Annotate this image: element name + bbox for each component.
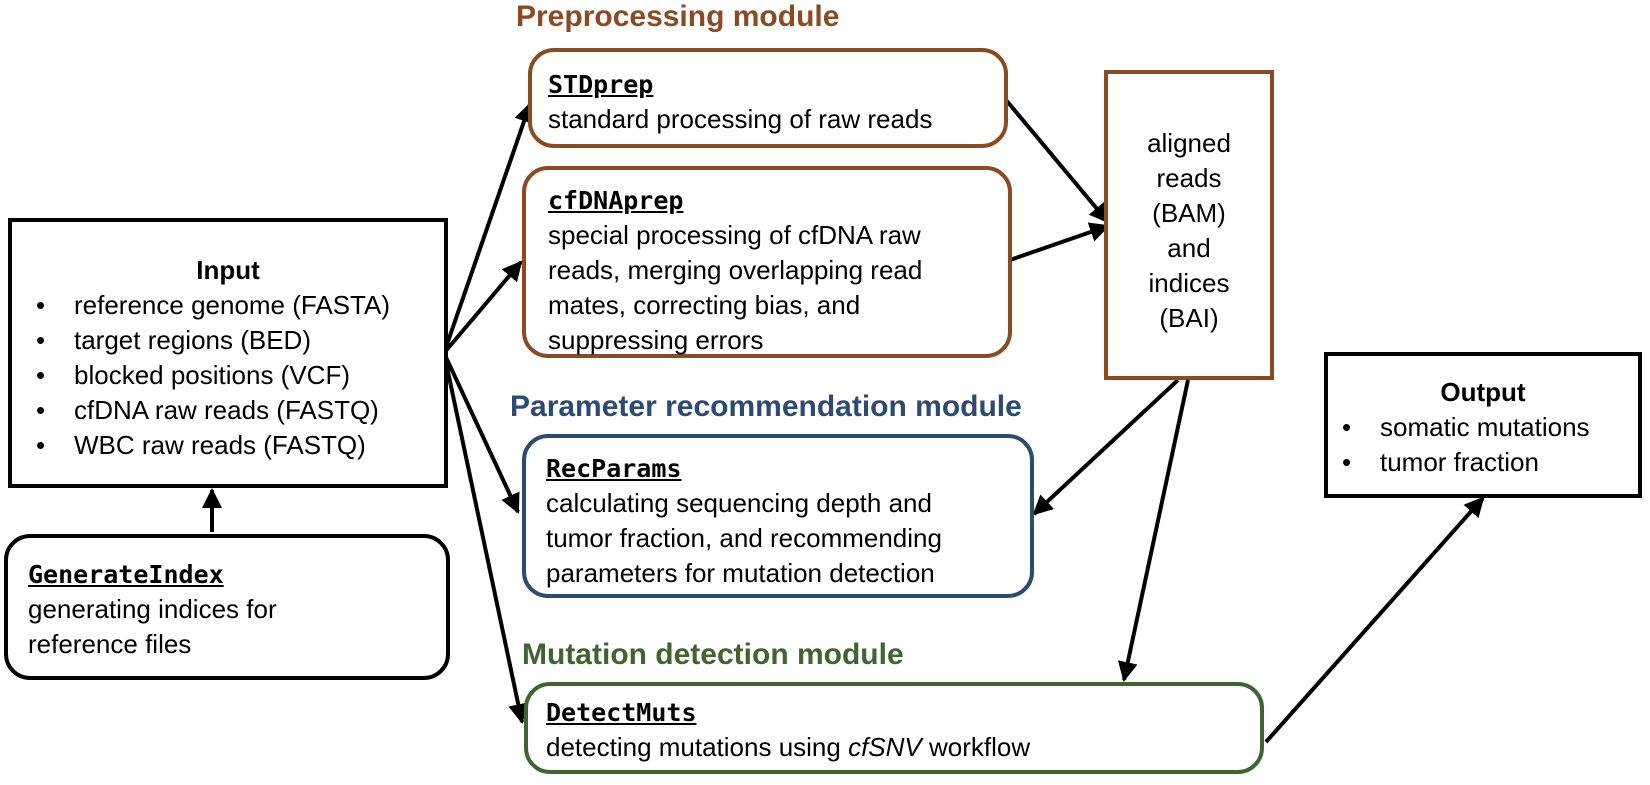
arrow-detectmuts-to-output (1264, 496, 1485, 744)
stdprep-box: STDprep standard processing of raw reads (528, 48, 1008, 148)
output-item: somatic mutations (1328, 410, 1638, 445)
detectmuts-box: DetectMuts detecting mutations using cfS… (524, 682, 1264, 774)
recparams-desc: tumor fraction, and recommending (546, 523, 942, 553)
recparams-desc: parameters for mutation detection (546, 558, 935, 588)
cfdnaprep-name: cfDNAprep (548, 186, 684, 215)
aligned-reads-box: aligned reads (BAM) and indices (BAI) (1104, 70, 1274, 380)
generate-index-desc: reference files (28, 629, 192, 659)
input-item: WBC raw reads (FASTQ) (22, 428, 444, 463)
aligned-line: (BAM) (1152, 198, 1226, 228)
arrow-aligned-to-detectmuts (1117, 379, 1190, 682)
cfdnaprep-desc: mates, correcting bias, and (548, 290, 861, 320)
recparams-box: RecParams calculating sequencing depth a… (522, 434, 1034, 598)
detectmuts-desc-prefix: detecting mutations using (546, 732, 849, 762)
input-item: blocked positions (VCF) (22, 358, 444, 393)
input-item: reference genome (FASTA) (22, 288, 444, 323)
input-box: Input reference genome (FASTA) target re… (8, 218, 448, 488)
arrow-cfdnaprep-to-aligned (1009, 222, 1110, 262)
generate-index-desc: generating indices for (28, 594, 277, 624)
aligned-line: reads (1156, 163, 1222, 193)
parameter-module-title: Parameter recommendation module (510, 390, 1022, 423)
arrow-input-to-cfdnaprep (442, 260, 523, 355)
stdprep-desc: standard processing of raw reads (548, 104, 933, 134)
arrow-aligned-to-recparams (1032, 378, 1180, 516)
arrow-stdprep-to-aligned (1004, 98, 1110, 224)
input-list: reference genome (FASTA) target regions … (22, 288, 444, 463)
input-item: cfDNA raw reads (FASTQ) (22, 393, 444, 428)
generate-index-name: GenerateIndex (28, 560, 224, 589)
output-box: Output somatic mutations tumor fraction (1324, 352, 1642, 498)
cfdnaprep-box: cfDNAprep special processing of cfDNA ra… (522, 166, 1012, 358)
generate-index-box: GenerateIndex generating indices for ref… (4, 534, 450, 680)
cfdnaprep-desc: reads, merging overlapping read (548, 255, 923, 285)
aligned-line: indices (1148, 268, 1230, 298)
aligned-line: (BAI) (1159, 303, 1219, 333)
recparams-desc: calculating sequencing depth and (546, 488, 932, 518)
detectmuts-desc-suffix: workflow (921, 732, 1031, 762)
cfdnaprep-desc: special processing of cfDNA raw (548, 220, 921, 250)
mutation-module-title: Mutation detection module (522, 638, 904, 671)
detectmuts-name: DetectMuts (546, 698, 697, 727)
input-title: Input (196, 255, 260, 285)
arrow-input-to-detectmuts (442, 352, 529, 724)
arrow-input-to-stdprep (442, 102, 534, 354)
input-item: target regions (BED) (22, 323, 444, 358)
arrow-input-to-recparams (442, 352, 520, 514)
recparams-name: RecParams (546, 454, 682, 483)
aligned-line: and (1167, 233, 1211, 263)
detectmuts-desc-italic: cfSNV (848, 732, 922, 762)
aligned-line: aligned (1147, 128, 1231, 158)
stdprep-name: STDprep (548, 70, 654, 99)
cfdnaprep-desc: suppressing errors (548, 325, 764, 355)
detectmuts-desc: detecting mutations using cfSNV workflow (546, 730, 1260, 765)
preprocessing-module-title: Preprocessing module (516, 0, 840, 33)
output-title: Output (1440, 377, 1526, 407)
output-item: tumor fraction (1328, 445, 1638, 480)
output-list: somatic mutations tumor fraction (1328, 410, 1638, 480)
